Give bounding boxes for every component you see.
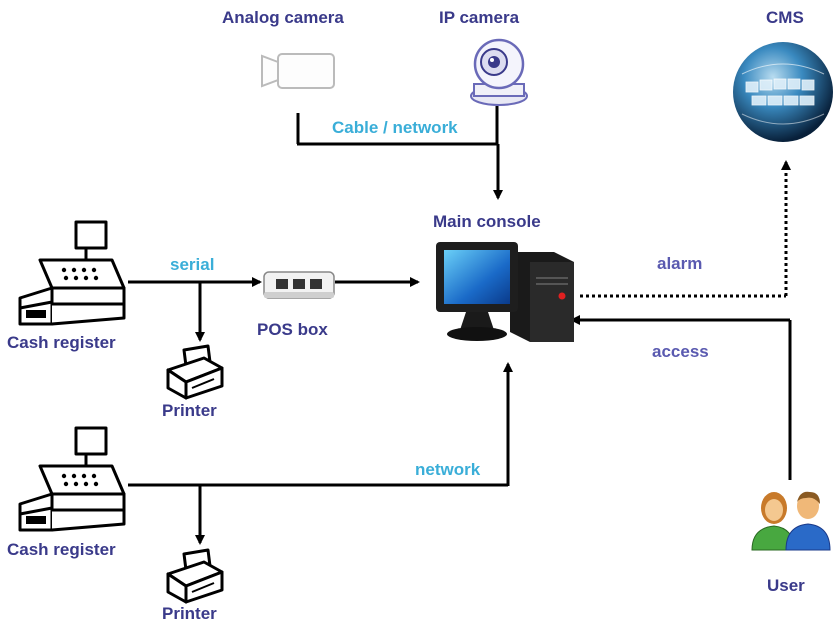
cash-register-1-label: Cash register [7, 333, 116, 352]
camera-to-console-line [296, 106, 503, 200]
access-line [570, 315, 792, 480]
computer-icon [436, 242, 574, 342]
serial-line [128, 277, 262, 342]
cash-register-2-label: Cash register [7, 540, 116, 559]
access-label: access [652, 342, 709, 361]
analog-camera-label: Analog camera [222, 8, 344, 27]
printer-1-label: Printer [162, 401, 217, 420]
cms-globe-icon [733, 42, 833, 142]
cash-register-icon [18, 220, 126, 326]
network-line [128, 362, 513, 545]
users-icon [751, 491, 831, 551]
cable-network-label: Cable / network [332, 118, 458, 137]
cms-label: CMS [766, 8, 804, 27]
printer-2-label: Printer [162, 604, 217, 623]
pos-box-icon [263, 271, 335, 299]
analog-camera-icon [261, 53, 335, 89]
printer-icon [166, 548, 224, 604]
printer-icon [166, 344, 224, 400]
alarm-label: alarm [657, 254, 703, 273]
ip-camera-label: IP camera [439, 8, 520, 27]
alarm-line [580, 160, 791, 298]
ip-camera-icon [470, 38, 528, 106]
serial-label: serial [170, 255, 215, 274]
network-label: network [415, 460, 481, 479]
main-console-label: Main console [433, 212, 541, 231]
cash-register-icon [18, 426, 126, 532]
user-label: User [767, 576, 805, 595]
pos-box-label: POS box [257, 320, 328, 339]
